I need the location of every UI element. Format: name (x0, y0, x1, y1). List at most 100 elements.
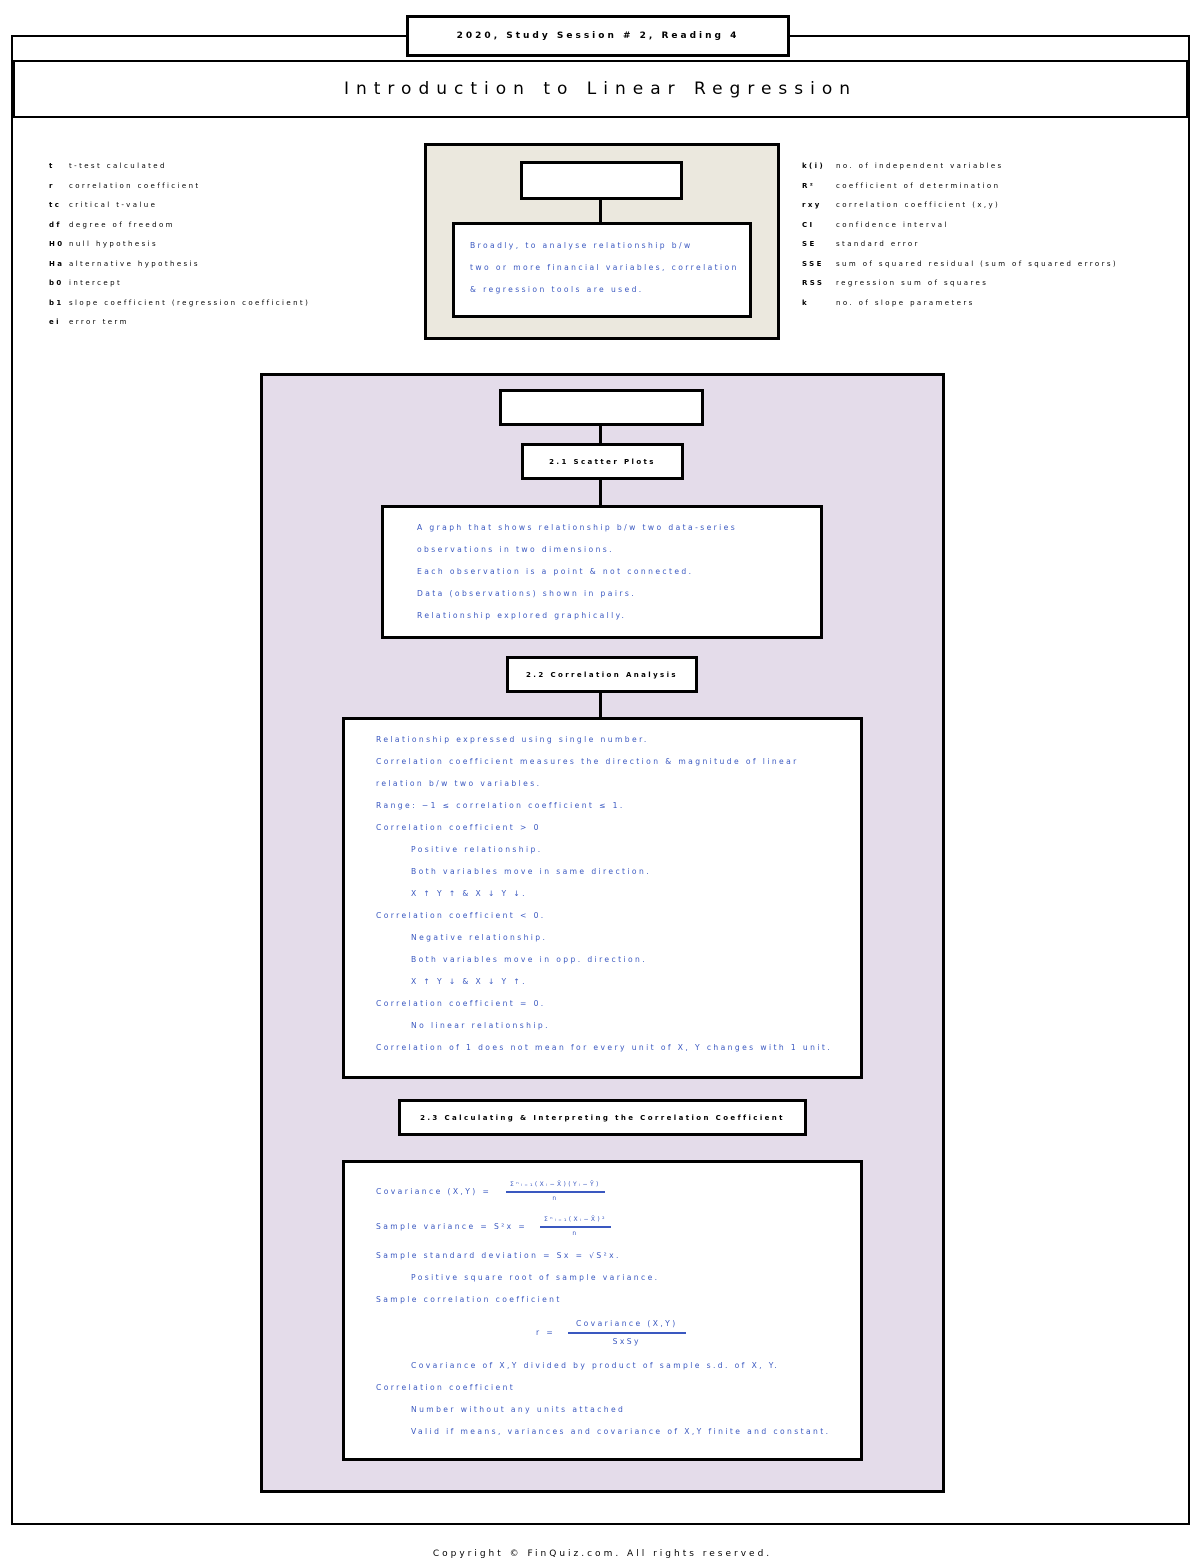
legend-description: correlation coefficient (69, 181, 201, 190)
content-line: observations in two dimensions. (417, 545, 614, 554)
legend-description: critical t-value (69, 201, 158, 209)
content-line: Correlation coefficient > 0 (376, 823, 541, 832)
legend-item: df degree of freedom (49, 216, 310, 236)
legend-description: no. of independent variables (836, 162, 1004, 170)
covariance-fraction: Σⁿᵢ₌₁(Xᵢ−X̄)(Yᵢ−Ȳ) n (506, 1179, 605, 1205)
content-line: Correlation coefficient = 0. (376, 999, 546, 1008)
legend-description: error term (69, 318, 129, 326)
correlation-fraction: Covariance (X,Y) SxSy (567, 1316, 686, 1350)
legend-description: confidence interval (836, 220, 949, 229)
content-line: Both variables move in same direction. (411, 867, 652, 876)
formula-label: Covariance (X,Y) = (376, 1187, 492, 1196)
content-line: Relationship expressed using single numb… (376, 735, 649, 744)
calculating-correlation-content: Covariance (X,Y) = Σⁿᵢ₌₁(Xᵢ−X̄)(Yᵢ−Ȳ) n … (342, 1160, 863, 1461)
legend-symbol: k(i) (802, 162, 826, 170)
section-header-correlation-analysis: 2.2 Correlation Analysis (506, 656, 698, 693)
legend-description: intercept (69, 279, 123, 287)
content-line: Range: −1 ≤ correlation coefficient ≤ 1. (376, 801, 625, 810)
content-line: Correlation coefficient measures the dir… (376, 757, 799, 766)
connector-line (599, 426, 602, 443)
content-line: Both variables move in opp. direction. (411, 955, 648, 964)
fraction-denominator: SxSy (612, 1337, 641, 1346)
fraction-denominator: n (572, 1230, 579, 1237)
fraction-numerator: Σⁿᵢ₌₁(Xᵢ−X̄)(Yᵢ−Ȳ) (506, 1179, 605, 1193)
legend-symbol: df (49, 220, 62, 229)
connector-line (599, 480, 602, 505)
content-line: X ↑ Y ↓ & X ↓ Y ↑. (411, 977, 527, 986)
content-line: X ↑ Y ↑ & X ↓ Y ↓. (411, 889, 527, 898)
page-title-text: Introduction to Linear Regression (343, 79, 858, 99)
legend-symbol: SE (802, 240, 817, 248)
footer-copyright: Copyright © FinQuiz.com. All rights rese… (385, 1546, 820, 1562)
legend-symbol: RSS (802, 279, 825, 287)
content-line: Each observation is a point & not connec… (417, 567, 694, 576)
legend-item: CI confidence interval (802, 216, 1118, 236)
correlation-analysis-content: Relationship expressed using single numb… (342, 717, 863, 1079)
legend-description: correlation coefficient (x,y) (836, 201, 1001, 209)
legend-description: null hypothesis (69, 240, 159, 248)
page-title: Introduction to Linear Regression (13, 60, 1188, 118)
fraction-numerator: Σⁿᵢ₌₁(Xᵢ−X̄)² (539, 1214, 611, 1228)
legend-item: rxy correlation coefficient (x,y) (802, 196, 1118, 216)
section-header-calculating-correlation: 2.3 Calculating & Interpreting the Corre… (398, 1099, 807, 1136)
legend-description: t-test calculated (69, 162, 167, 170)
main-heading-box (499, 389, 704, 426)
connector-line (599, 693, 602, 718)
connector-line (599, 200, 602, 223)
legend-item: k(i) no. of independent variables (802, 157, 1118, 177)
legend-description: alternative hypothesis (69, 259, 200, 268)
legend-symbol: b1 (49, 298, 64, 307)
footer-text: Copyright © FinQuiz.com. All rights rese… (432, 1549, 773, 1559)
legend-description: no. of slope parameters (836, 298, 975, 307)
content-line: Correlation coefficient < 0. (376, 911, 546, 920)
legend-symbol: t (49, 162, 55, 170)
sample-variance-formula: Sample variance = S²x = Σⁿᵢ₌₁(Xᵢ−X̄)² n (376, 1209, 860, 1245)
variance-fraction: Σⁿᵢ₌₁(Xᵢ−X̄)² n (539, 1214, 611, 1240)
intro-content-box: Broadly, to analyse relationship b/w two… (452, 222, 752, 318)
formula-label: Sample variance = S²x = (376, 1222, 528, 1231)
section-title: 2.2 Correlation Analysis (526, 670, 678, 679)
section-title: 2.3 Calculating & Interpreting the Corre… (420, 1113, 785, 1122)
legend-description: regression sum of squares (836, 279, 989, 287)
content-line: No linear relationship. (411, 1021, 550, 1030)
covariance-formula: Covariance (X,Y) = Σⁿᵢ₌₁(Xᵢ−X̄)(Yᵢ−Ȳ) n (376, 1175, 860, 1209)
legend-symbol: CI (802, 220, 815, 229)
legend-symbol: b0 (49, 279, 64, 287)
intro-line: & regression tools are used. (470, 285, 644, 294)
legend-description: sum of squared residual (sum of squared … (836, 259, 1119, 268)
session-label: 2020, Study Session # 2, Reading 4 (406, 15, 790, 57)
content-line: Negative relationship. (411, 933, 548, 942)
legend-symbol: rxy (802, 201, 822, 209)
legend-item: b1 slope coefficient (regression coeffici… (49, 294, 310, 314)
fraction-denominator: n (552, 1195, 559, 1202)
content-line: Positive relationship. (411, 845, 543, 854)
content-line: Positive square root of sample variance. (411, 1273, 660, 1282)
content-line: Sample standard deviation = Sx = √S²x. (376, 1251, 621, 1260)
intro-line: two or more financial variables, correla… (470, 263, 739, 272)
legend-description: degree of freedom (69, 220, 175, 229)
content-line: Correlation coefficient (376, 1383, 516, 1392)
scatter-plots-content: A graph that shows relationship b/w two … (381, 505, 823, 639)
legend-symbol: ei (49, 318, 61, 326)
content-line: Covariance of X,Y divided by product of … (411, 1361, 780, 1370)
intro-heading-box (520, 161, 683, 200)
legend-description: coefficient of determination (836, 181, 1001, 190)
content-line: Relationship explored graphically. (417, 611, 627, 620)
legend-symbol: SSE (802, 259, 824, 268)
content-line: relation b/w two variables. (376, 779, 542, 788)
content-line: A graph that shows relationship b/w two … (417, 523, 738, 532)
legend-description: slope coefficient (regression coefficien… (69, 298, 311, 307)
correlation-formula: r = Covariance (X,Y) SxSy (376, 1311, 860, 1355)
legend-item: b0 intercept (49, 274, 310, 294)
content-line: Number without any units attached (411, 1405, 626, 1414)
legend-item: t t-test calculated (49, 157, 310, 177)
content-line: Correlation of 1 does not mean for every… (376, 1043, 833, 1052)
